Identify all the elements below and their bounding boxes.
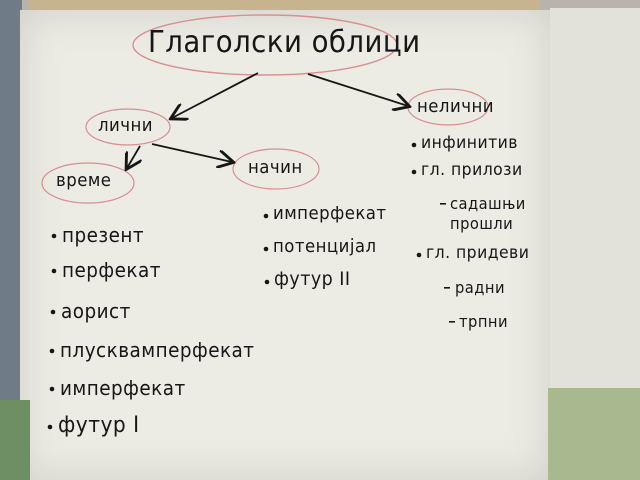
wall-left (0, 0, 22, 480)
arrow-to-licni (172, 72, 259, 118)
vreme-item-pluskvamperfekat: плусквамперфекат (60, 338, 255, 362)
vreme-item-futur-1: футур I (58, 413, 140, 438)
title-bubble (132, 14, 398, 76)
diagram-title: Глаголски облици (148, 25, 421, 60)
nelicni-item-gl-pridevi: гл. придеви (426, 243, 530, 263)
arrow-to-nacin (151, 143, 232, 162)
vreme-item-prezent: презент (62, 223, 145, 247)
bullets (47, 142, 455, 430)
board-frame (30, 0, 540, 10)
arrow-to-nelicni (307, 73, 408, 106)
wall-right-bottom (548, 388, 640, 480)
nelicni-item-infinitiv: инфинитив (421, 133, 518, 153)
nacin-item-futur-2: футур II (274, 268, 351, 290)
vreme-item-aorist: аорист (61, 299, 131, 323)
wall-left-bottom (0, 400, 30, 480)
nelicni-item-radni: радни (455, 278, 506, 297)
node-licni: лични (98, 115, 154, 136)
paper-sheet-right (550, 8, 640, 388)
node-nacin: начин (248, 157, 303, 178)
arrow-to-vreme (127, 145, 140, 168)
node-vreme: време (56, 170, 112, 191)
nelicni-item-prosli: прошли (450, 214, 514, 233)
nelicni-item-sadasnji: садашњи (450, 194, 526, 213)
vreme-bubble (41, 162, 135, 204)
paper-sheet (20, 10, 550, 480)
vreme-item-imperfekat: имперфекат (60, 376, 186, 400)
nelicni-item-gl-prilozi: гл. прилози (421, 160, 523, 180)
nacin-item-imperfekat: имперфекат (273, 203, 387, 224)
nelicni-item-trpni: трпни (459, 312, 509, 331)
vreme-item-perfekat: перфекат (62, 258, 161, 282)
nacin-item-potencijal: потенцијал (273, 236, 377, 257)
node-nelicni: нелични (417, 96, 494, 117)
licni-bubble (85, 108, 171, 146)
